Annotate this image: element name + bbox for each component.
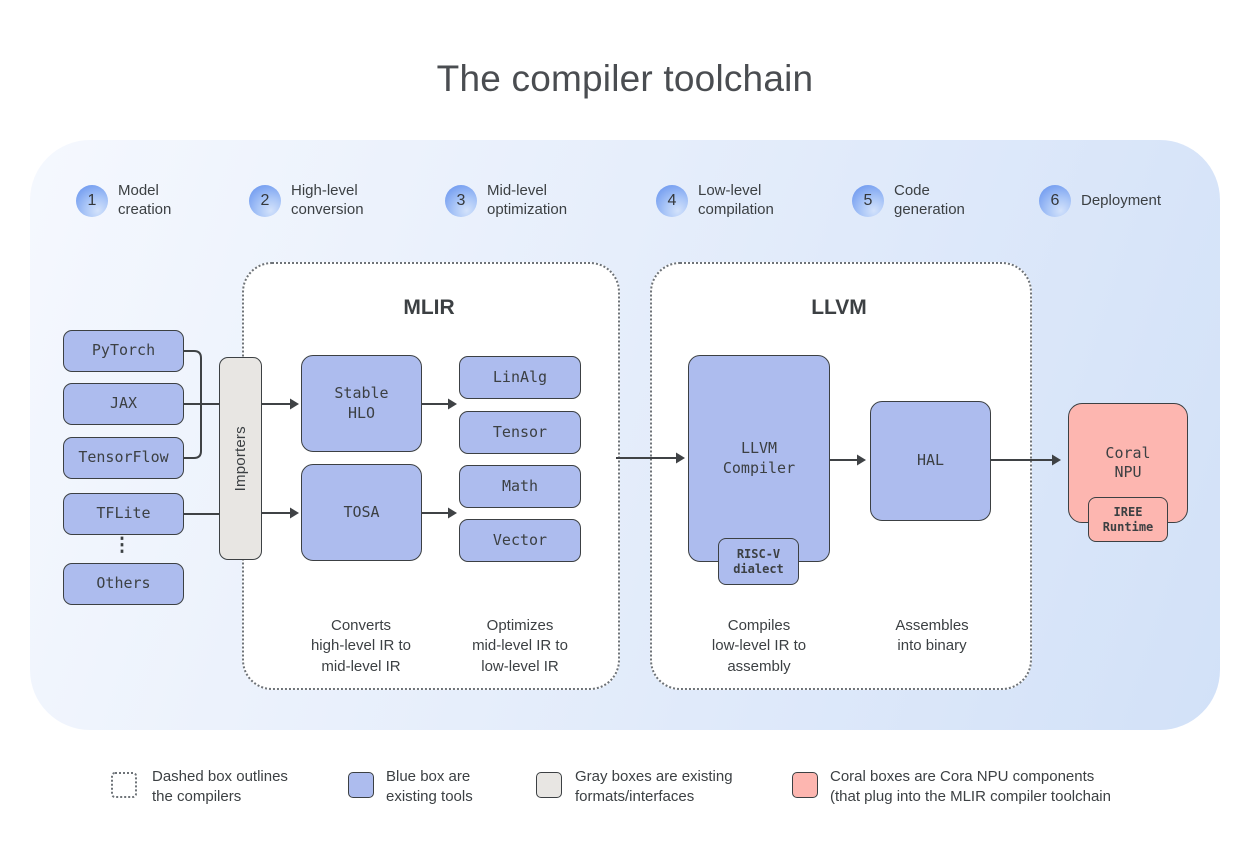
- linalg-box: LinAlg: [459, 356, 581, 399]
- stable-hlo-box: Stable HLO: [301, 355, 422, 452]
- legend-swatch-gray: [536, 772, 562, 798]
- importers-label: Importers: [231, 425, 249, 492]
- legend-swatch-coral: [792, 772, 818, 798]
- importers-box: Importers: [219, 357, 262, 560]
- step-1-badge: 1: [76, 185, 108, 217]
- mlir-note-conversion: Converts high-level IR to mid-level IR: [310, 617, 412, 675]
- legend-label-gray: Gray boxes are existing formats/interfac…: [575, 768, 733, 806]
- source-box-jax: JAX: [63, 383, 184, 425]
- diagram-background-panel: [30, 140, 1220, 730]
- llvm-title: LLVM: [811, 296, 867, 319]
- step-4-badge: 4: [656, 185, 688, 217]
- mlir-note-optimization: Optimizes mid-level IR to low-level IR: [472, 617, 568, 675]
- llvm-note-compile: Compiles low-level IR to assembly: [711, 617, 807, 675]
- llvm-note-assemble: Assembles into binary: [895, 617, 969, 655]
- step-3-badge: 3: [445, 185, 477, 217]
- iree-runtime-box: IREE Runtime: [1088, 497, 1168, 542]
- page-title: The compiler toolchain: [436, 58, 814, 99]
- step-2-label: High-level conversion: [291, 182, 364, 218]
- riscv-dialect-box: RISC-V dialect: [718, 538, 799, 585]
- llvm-compiler-box: LLVM Compiler: [688, 355, 830, 562]
- step-5-label: Code generation: [894, 182, 965, 218]
- tosa-box: TOSA: [301, 464, 422, 561]
- source-box-pytorch: PyTorch: [63, 330, 184, 372]
- step-2-badge: 2: [249, 185, 281, 217]
- source-box-others: Others: [63, 563, 184, 605]
- step-4-label: Low-level compilation: [698, 182, 774, 218]
- tensor-box: Tensor: [459, 411, 581, 454]
- legend-label-coral: Coral boxes are Cora NPU components (tha…: [830, 768, 1111, 806]
- vector-box: Vector: [459, 519, 581, 562]
- legend-label-dashed: Dashed box outlines the compilers: [152, 768, 288, 806]
- mlir-title: MLIR: [403, 296, 455, 319]
- legend-swatch-dashed: [111, 772, 137, 798]
- hal-box: HAL: [870, 401, 991, 521]
- step-6-label: Deployment: [1081, 192, 1162, 209]
- step-1-label: Model creation: [118, 182, 172, 218]
- source-box-tensorflow: TensorFlow: [63, 437, 184, 479]
- step-6-badge: 6: [1039, 185, 1071, 217]
- source-box-tflite: TFLite: [63, 493, 184, 535]
- math-box: Math: [459, 465, 581, 508]
- legend-label-blue: Blue box are existing tools: [386, 768, 473, 806]
- legend-swatch-blue: [348, 772, 374, 798]
- step-3-label: Mid-level optimization: [487, 182, 568, 218]
- ellipsis-vertical-icon: ⋮: [112, 535, 132, 556]
- step-5-badge: 5: [852, 185, 884, 217]
